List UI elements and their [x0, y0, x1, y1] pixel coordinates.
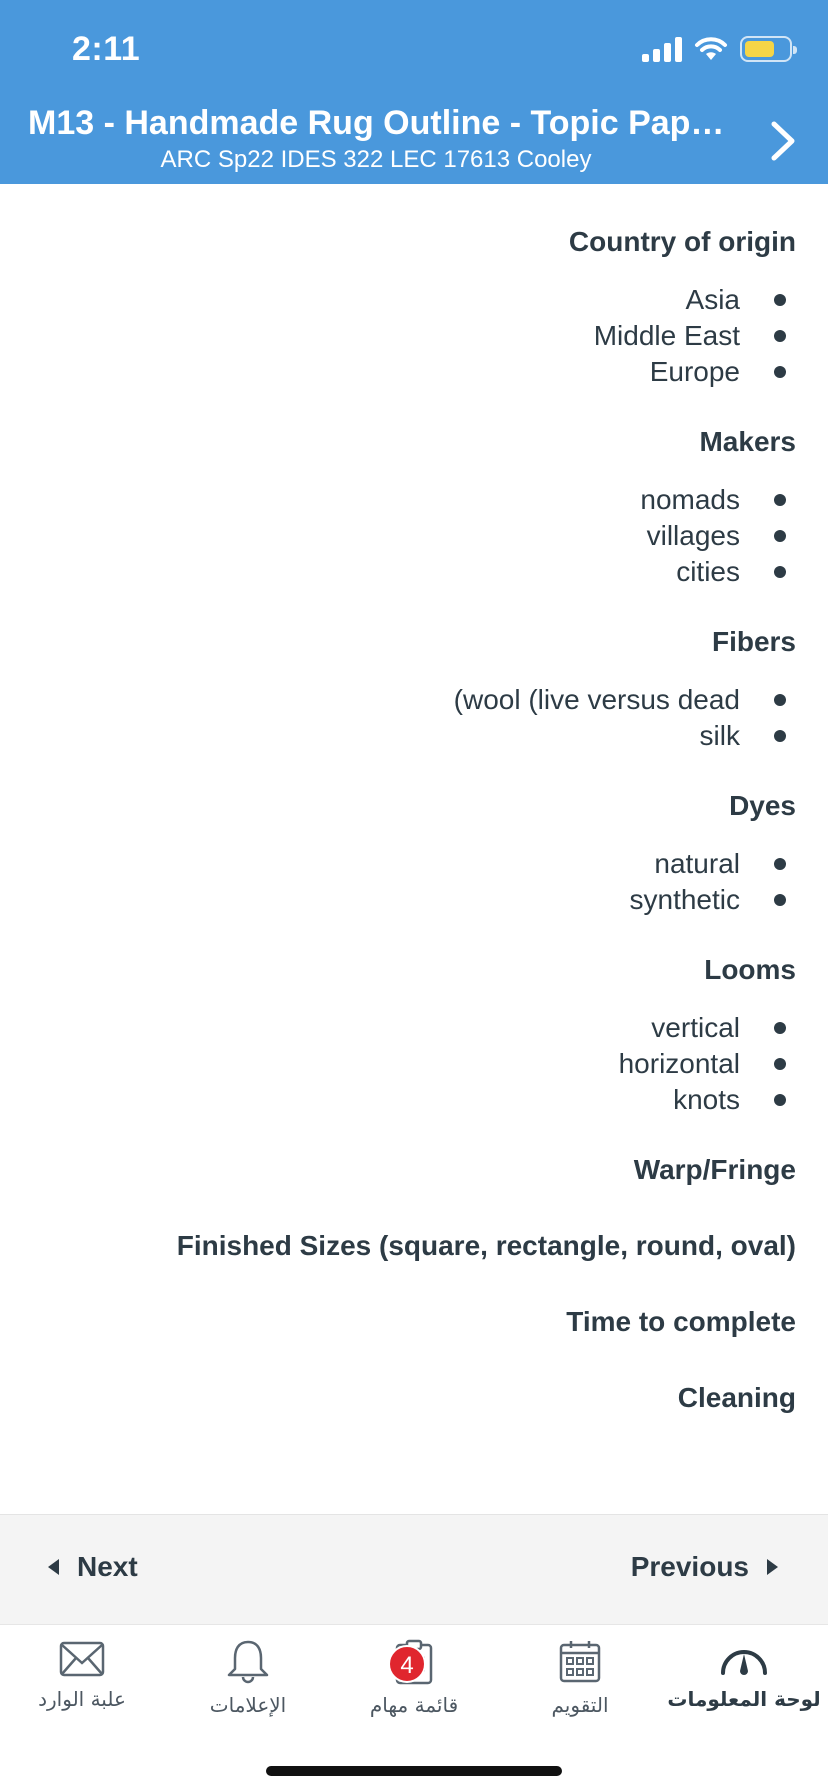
- tab-todo[interactable]: 4 قائمة مهام: [334, 1639, 494, 1739]
- previous-button[interactable]: Previous: [631, 1551, 778, 1583]
- section-heading: Dyes: [729, 790, 796, 821]
- tab-calendar[interactable]: التقويم: [500, 1639, 660, 1739]
- section-heading: Country of origin: [568, 226, 796, 257]
- section-heading: Warp/Fringe: [633, 1154, 796, 1185]
- bullet-icon: [774, 330, 786, 342]
- list-item: synthetic: [0, 882, 796, 918]
- section-time-to-complete: Time to complete: [0, 1306, 796, 1338]
- triangle-left-icon: [48, 1559, 59, 1575]
- calendar-icon: [559, 1641, 601, 1683]
- list-item: silk: [0, 718, 796, 754]
- tab-inbox[interactable]: علبة الوارد: [2, 1639, 162, 1739]
- section-cleaning: Cleaning: [0, 1382, 796, 1414]
- course-subtitle: ARC Sp22 IDES 322 LEC 17613 Cooley: [160, 146, 592, 173]
- bullet-list: nomads villages cities: [0, 482, 796, 590]
- app-header: 2:11 M13 - Handmade Rug Outline - Topic …: [0, 0, 828, 184]
- inbox-icon: [59, 1641, 105, 1677]
- section-finished-sizes: (Finished Sizes (square, rectangle, roun…: [0, 1230, 796, 1262]
- list-item: horizontal: [0, 1046, 796, 1082]
- list-item: natural: [0, 846, 796, 882]
- chevron-right-icon[interactable]: [768, 118, 798, 164]
- todo-count-badge: 4: [388, 1645, 426, 1683]
- section-country-of-origin: Country of origin Asia Middle East Europ…: [0, 226, 796, 390]
- pagination-bar: Next Previous: [0, 1514, 828, 1624]
- bullet-list: vertical horizontal knots: [0, 1010, 796, 1118]
- page-content: Country of origin Asia Middle East Europ…: [0, 184, 828, 1514]
- section-fibers: Fibers (wool (live versus dead silk: [0, 626, 796, 754]
- tab-label: قائمة مهام: [369, 1693, 459, 1717]
- bullet-icon: [774, 730, 786, 742]
- tab-dashboard[interactable]: لوحة المعلومات: [664, 1639, 824, 1739]
- section-dyes: Dyes natural synthetic: [0, 790, 797, 918]
- section-heading: (Finished Sizes (square, rectangle, roun…: [176, 1230, 796, 1261]
- status-time: 2:11: [72, 30, 141, 68]
- bullet-list: natural synthetic: [0, 846, 796, 918]
- section-warp-fringe: Warp/Fringe: [0, 1154, 796, 1186]
- tab-label: التقويم: [551, 1693, 609, 1717]
- list-item: cities: [0, 554, 796, 590]
- bullet-list: (wool (live versus dead silk: [0, 682, 796, 754]
- bullet-icon: [774, 858, 786, 870]
- bell-icon: [227, 1640, 269, 1684]
- bullet-icon: [774, 294, 786, 306]
- section-heading: Cleaning: [677, 1382, 796, 1413]
- section-heading: Makers: [699, 426, 796, 457]
- list-item: vertical: [0, 1010, 796, 1046]
- section-heading: Fibers: [711, 626, 796, 657]
- status-icons: [642, 34, 797, 64]
- bullet-icon: [774, 1094, 786, 1106]
- cellular-signal-icon: [642, 36, 682, 62]
- battery-icon: [740, 36, 797, 62]
- list-item: Asia: [0, 282, 796, 318]
- bullet-icon: [774, 494, 786, 506]
- bullet-icon: [774, 1022, 786, 1034]
- tab-notifications[interactable]: الإعلامات: [168, 1639, 328, 1739]
- section-looms: Looms vertical horizontal knots: [0, 954, 796, 1118]
- tab-bar: علبة الوارد الإعلامات 4 قائمة مهام: [0, 1624, 828, 1792]
- wifi-icon: [695, 37, 727, 60]
- list-item: nomads: [0, 482, 796, 518]
- tab-label: الإعلامات: [209, 1693, 287, 1717]
- list-item: Europe: [0, 354, 796, 390]
- previous-label: Previous: [630, 1551, 749, 1582]
- bullet-icon: [774, 530, 786, 542]
- bullet-icon: [774, 566, 786, 578]
- list-item: Middle East: [0, 318, 796, 354]
- section-makers: Makers nomads villages cities: [0, 426, 796, 590]
- dashboard-icon: [721, 1650, 767, 1675]
- triangle-right-icon: [767, 1559, 778, 1575]
- section-heading: Looms: [704, 954, 796, 985]
- bullet-icon: [774, 894, 786, 906]
- bullet-icon: [774, 366, 786, 378]
- bullet-list: Asia Middle East Europe: [0, 282, 796, 390]
- tab-label: لوحة المعلومات: [667, 1687, 821, 1711]
- list-item: (wool (live versus dead: [0, 682, 796, 718]
- home-indicator: [266, 1766, 562, 1776]
- bullet-icon: [774, 694, 786, 706]
- section-heading: Time to complete: [566, 1306, 796, 1337]
- next-button[interactable]: Next: [48, 1551, 138, 1583]
- page-title: M13 - Handmade Rug Outline - Topic Pape.…: [28, 104, 728, 142]
- tab-label: علبة الوارد: [38, 1687, 126, 1711]
- list-item: knots: [0, 1082, 796, 1118]
- bullet-icon: [774, 1058, 786, 1070]
- list-item: villages: [0, 518, 796, 554]
- next-label: Next: [77, 1551, 138, 1582]
